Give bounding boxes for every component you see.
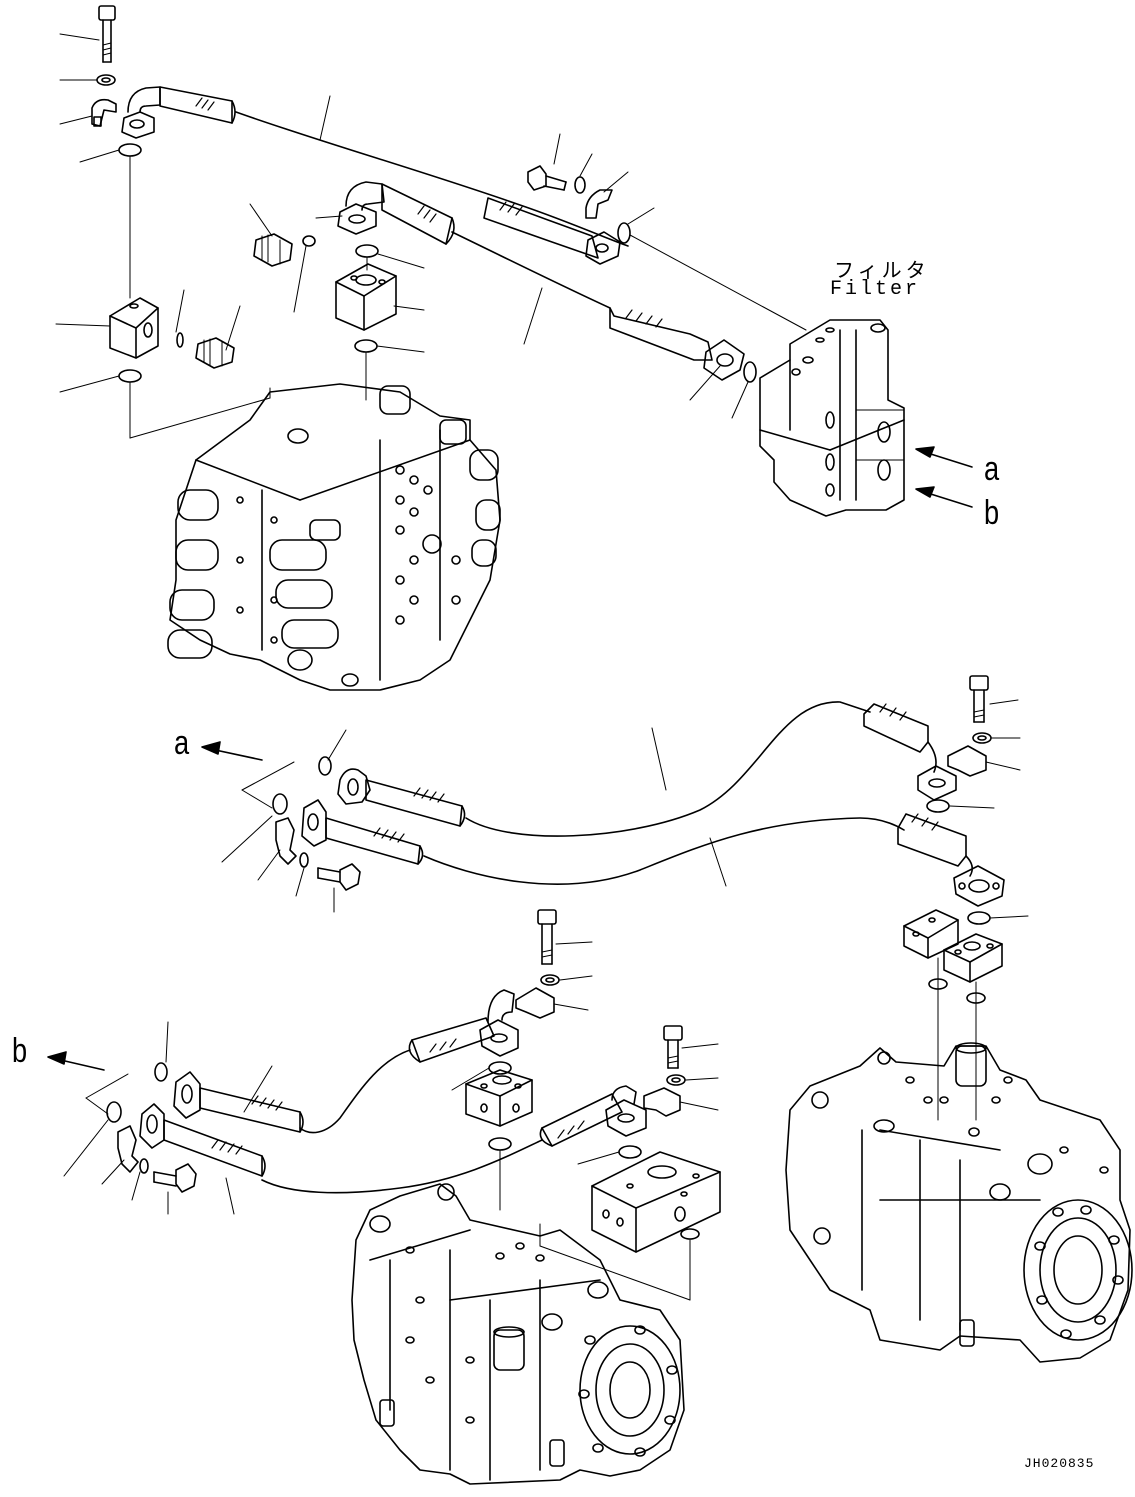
middle-oring-lower (354, 339, 378, 353)
reference-letter-b-right: b (984, 494, 1000, 532)
mid-lower-hose-right (897, 813, 1005, 907)
filter-body (759, 319, 905, 517)
mid-upper-hose-left (337, 768, 466, 827)
arrow-b-mid (47, 1051, 105, 1071)
control-valve-spools (167, 385, 501, 659)
mid-left-oring-2 (272, 793, 288, 815)
lower-oring-2 (618, 1145, 642, 1159)
top-split-flange-half (91, 98, 117, 127)
mid-right-bolt (969, 675, 989, 723)
lower-right-hose (609, 307, 745, 381)
mid-right-flange-half (947, 745, 987, 777)
lower-hose-1 (299, 1017, 495, 1134)
arrow-b-top (915, 486, 973, 508)
mid-lower-tube (423, 817, 905, 885)
mid-lower-hose-left (301, 799, 424, 865)
mid-right-washer (972, 732, 992, 744)
arrow-a-mid (201, 741, 263, 761)
top-washer (96, 74, 116, 86)
low-left-hose-lower (139, 1103, 266, 1177)
top-left-block (109, 297, 159, 359)
mid-left-flange-half (275, 817, 297, 865)
right-split-flange-half (585, 189, 613, 219)
right-washer (574, 176, 586, 194)
lower-right-oring (743, 361, 757, 383)
mid-upper-hose-right (863, 703, 957, 801)
lower-oring-2b (680, 1228, 700, 1240)
lower-flange-half-1 (515, 987, 555, 1019)
lower-oring-1b (488, 1137, 512, 1151)
lower-block-1 (465, 1069, 533, 1127)
right-pump-bolts (905, 1076, 1124, 1347)
pressure-sensor-left (195, 337, 235, 369)
lower-washer-1 (540, 974, 560, 986)
lower-elbow-2 (605, 1085, 647, 1137)
right-pump-body (785, 1042, 1133, 1363)
lower-flange-half-2 (643, 1087, 681, 1117)
lower-pump-body (351, 1183, 685, 1485)
leader-lines-top (55, 33, 749, 419)
low-left-flange-half (117, 1125, 139, 1173)
pressure-sensor-middle (253, 233, 293, 267)
low-left-oring (154, 1062, 168, 1082)
lower-bolt-2 (663, 1025, 683, 1069)
mid-upper-tube (465, 701, 871, 837)
middle-hose (381, 183, 611, 309)
top-hose-1 (159, 86, 629, 247)
top-bolt (98, 5, 116, 63)
low-left-bolt (153, 1163, 197, 1193)
mid-left-oring (318, 756, 332, 776)
lower-elbow-1 (479, 989, 519, 1057)
lower-hose-2 (261, 1093, 623, 1194)
drawing-code: JH020835 (1024, 1456, 1095, 1471)
low-left-oring-2 (106, 1101, 122, 1123)
top-elbow-fitting (121, 86, 161, 139)
lower-manifold-2 (591, 1151, 721, 1253)
top-oring (118, 143, 142, 157)
right-oring (617, 222, 631, 244)
small-oring (176, 332, 184, 348)
control-valve-ports (236, 465, 461, 644)
leader-lines-lower (63, 699, 1029, 1215)
mid-right-oring-2 (967, 911, 991, 925)
middle-block (335, 263, 397, 331)
right-hose (483, 197, 621, 265)
middle-small-oring (302, 235, 316, 247)
reference-letter-b-left: b (12, 1032, 28, 1070)
middle-oring (355, 244, 379, 258)
right-manifold-blocks (903, 909, 1003, 983)
reference-letter-a-right: a (984, 450, 1000, 488)
top-left-oring-lower (118, 369, 142, 383)
control-valve-body (169, 383, 501, 691)
lower-pump-bolts (379, 1242, 678, 1467)
lower-washer-2 (666, 1074, 686, 1086)
arrow-a-top (915, 446, 973, 468)
mid-right-oring (926, 799, 950, 813)
filter-label-japanese: フィルタ (834, 258, 930, 282)
reference-letter-a-left: a (174, 724, 190, 762)
middle-elbow (337, 181, 385, 235)
mid-left-washer (299, 852, 309, 868)
mid-left-bolt (317, 863, 361, 891)
right-bolt (527, 165, 567, 191)
right-pump-orings (928, 978, 986, 1004)
filter-label-english: Filter (830, 278, 921, 301)
low-left-washer (139, 1158, 149, 1174)
low-left-hose-upper (173, 1071, 304, 1133)
lower-bolt-1 (537, 909, 557, 965)
